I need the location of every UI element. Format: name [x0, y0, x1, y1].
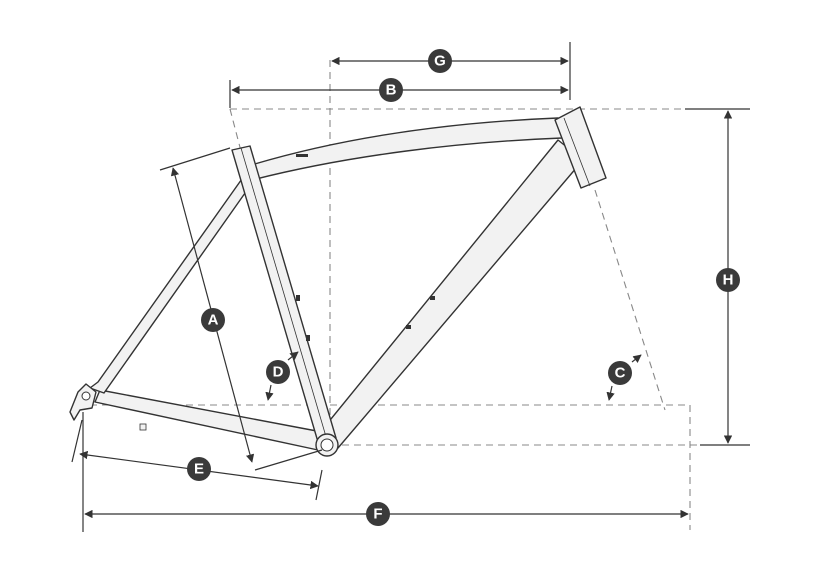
top-tube [247, 117, 563, 181]
fork-steering-axis-line [594, 189, 666, 411]
badge-g-label: G [434, 53, 446, 70]
rear-axle-slot [81, 391, 91, 401]
badge-b: B [379, 78, 403, 102]
badge-h: H [716, 268, 740, 292]
a-top-tick [159, 147, 231, 171]
a-bottom-tick [254, 449, 323, 471]
down-tube [321, 139, 584, 449]
badge-e-label: E [194, 461, 204, 478]
cable-guide [296, 154, 308, 157]
badge-a-label: A [208, 312, 219, 329]
badge-g: G [428, 49, 452, 73]
badge-f: F [366, 502, 390, 526]
badge-b-label: B [386, 82, 397, 99]
badge-d-label: D [273, 364, 284, 381]
bottle-boss [406, 325, 411, 329]
bike-frame [69, 106, 607, 457]
badge-d: D [266, 360, 290, 384]
badge-f-label: F [373, 506, 382, 523]
chainstay [94, 389, 323, 451]
d-angle-arrow-down [265, 384, 274, 401]
badge-e: E [187, 457, 211, 481]
d-angle-arrow-up [287, 351, 299, 361]
bottom-bracket-bore [320, 438, 334, 452]
c-angle-arrow-down [606, 385, 615, 401]
bottle-boss [306, 335, 310, 341]
badge-h-label: H [723, 272, 734, 289]
bottle-boss [296, 295, 300, 301]
badge-a: A [201, 308, 225, 332]
badge-c-label: C [615, 365, 626, 382]
bottle-boss [430, 296, 435, 300]
chainstay-bridge [139, 423, 147, 431]
badge-c: C [608, 361, 632, 385]
seatstay [89, 175, 251, 394]
e-right-tick [315, 469, 323, 501]
c-angle-arrow-up [631, 354, 642, 363]
e-left-tick [71, 419, 83, 463]
rear-dropout [69, 383, 97, 421]
head-tube-detail [563, 117, 591, 187]
seat-tube-inner-line [240, 147, 328, 441]
